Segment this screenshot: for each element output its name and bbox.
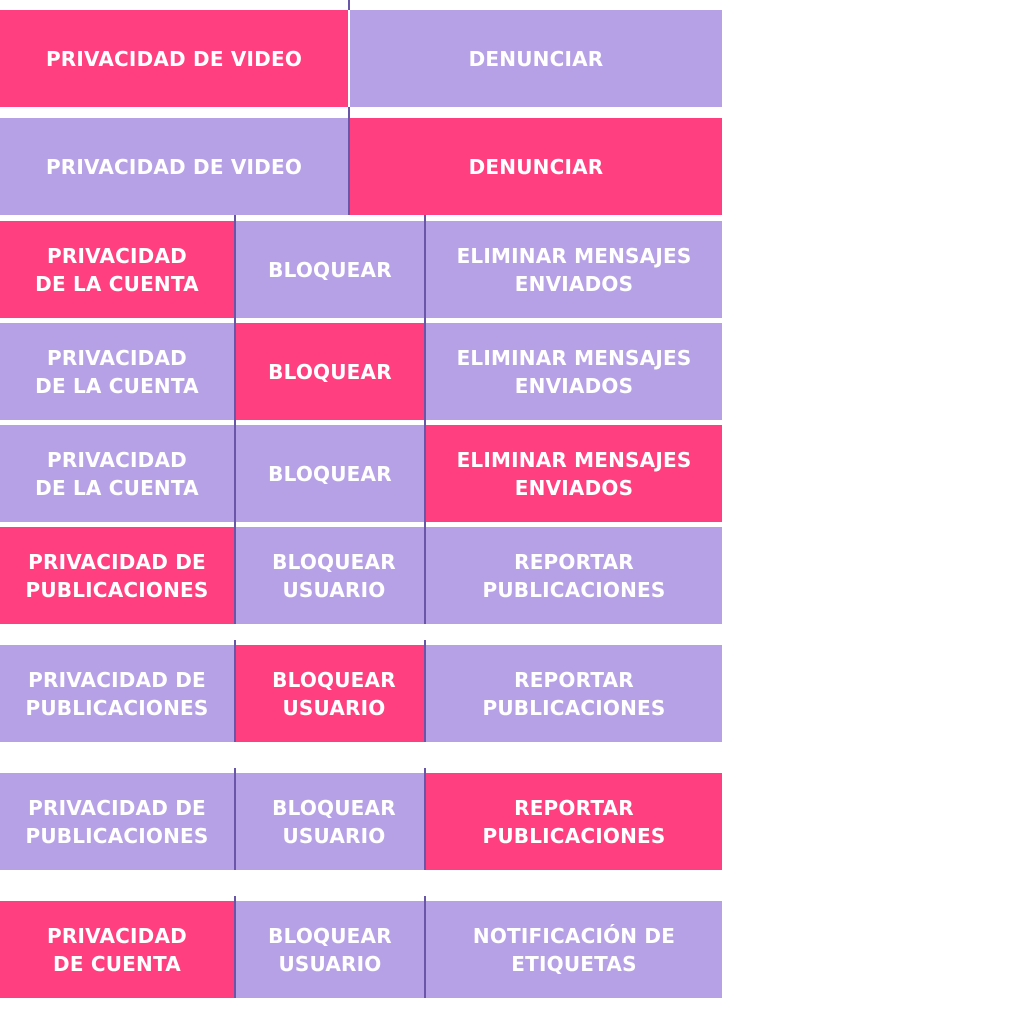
tab-privacidad-de-publicaciones[interactable]: PRIVACIDAD DE PUBLICACIONES [0,645,234,742]
tab-eliminar-mensajes-enviados[interactable]: ELIMINAR MENSAJES ENVIADOS [426,221,722,318]
column-divider [348,0,350,10]
tab-bloquear-usuario[interactable]: BLOQUEAR USUARIO [236,527,424,624]
tab-denunciar[interactable]: DENUNCIAR [350,10,722,107]
tab-notificacion-de-etiquetas[interactable]: NOTIFICACIÓN DE ETIQUETAS [426,901,722,998]
tab-bloquear-usuario[interactable]: BLOQUEAR USUARIO [236,645,424,742]
tab-privacidad-de-video[interactable]: PRIVACIDAD DE VIDEO [0,118,348,215]
tab-row: PRIVACIDAD DE LA CUENTA BLOQUEAR ELIMINA… [0,221,722,318]
tab-privacidad-de-la-cuenta[interactable]: PRIVACIDAD DE LA CUENTA [0,323,234,420]
tab-privacidad-de-publicaciones[interactable]: PRIVACIDAD DE PUBLICACIONES [0,527,234,624]
tab-privacidad-de-video[interactable]: PRIVACIDAD DE VIDEO [0,10,348,107]
tab-eliminar-mensajes-enviados[interactable]: ELIMINAR MENSAJES ENVIADOS [426,323,722,420]
tab-bloquear[interactable]: BLOQUEAR [236,221,424,318]
tab-reportar-publicaciones[interactable]: REPORTAR PUBLICACIONES [426,773,722,870]
tab-row: PRIVACIDAD DE PUBLICACIONES BLOQUEAR USU… [0,645,722,742]
tab-denunciar[interactable]: DENUNCIAR [350,118,722,215]
column-divider [424,768,426,870]
tab-row: PRIVACIDAD DE PUBLICACIONES BLOQUEAR USU… [0,527,722,624]
tab-privacidad-de-la-cuenta[interactable]: PRIVACIDAD DE LA CUENTA [0,425,234,522]
tab-row: PRIVACIDAD DE VIDEO DENUNCIAR [0,118,722,215]
column-divider [424,215,426,624]
column-divider [234,768,236,870]
column-divider [424,640,426,742]
tab-privacidad-de-cuenta[interactable]: PRIVACIDAD DE CUENTA [0,901,234,998]
column-divider [234,896,236,998]
tab-bloquear[interactable]: BLOQUEAR [236,323,424,420]
tab-bloquear[interactable]: BLOQUEAR [236,425,424,522]
tab-privacidad-de-publicaciones[interactable]: PRIVACIDAD DE PUBLICACIONES [0,773,234,870]
tab-privacidad-de-la-cuenta[interactable]: PRIVACIDAD DE LA CUENTA [0,221,234,318]
column-divider [234,215,236,624]
tab-row: PRIVACIDAD DE LA CUENTA BLOQUEAR ELIMINA… [0,323,722,420]
column-divider [348,107,350,215]
tab-row: PRIVACIDAD DE CUENTA BLOQUEAR USUARIO NO… [0,901,722,998]
column-divider [424,896,426,998]
tab-reportar-publicaciones[interactable]: REPORTAR PUBLICACIONES [426,645,722,742]
tab-bloquear-usuario[interactable]: BLOQUEAR USUARIO [236,773,424,870]
column-divider [234,640,236,742]
tab-row: PRIVACIDAD DE PUBLICACIONES BLOQUEAR USU… [0,773,722,870]
tab-eliminar-mensajes-enviados[interactable]: ELIMINAR MENSAJES ENVIADOS [426,425,722,522]
tab-row: PRIVACIDAD DE LA CUENTA BLOQUEAR ELIMINA… [0,425,722,522]
tab-row: PRIVACIDAD DE VIDEO DENUNCIAR [0,10,722,107]
tab-bloquear-usuario[interactable]: BLOQUEAR USUARIO [236,901,424,998]
tab-reportar-publicaciones[interactable]: REPORTAR PUBLICACIONES [426,527,722,624]
